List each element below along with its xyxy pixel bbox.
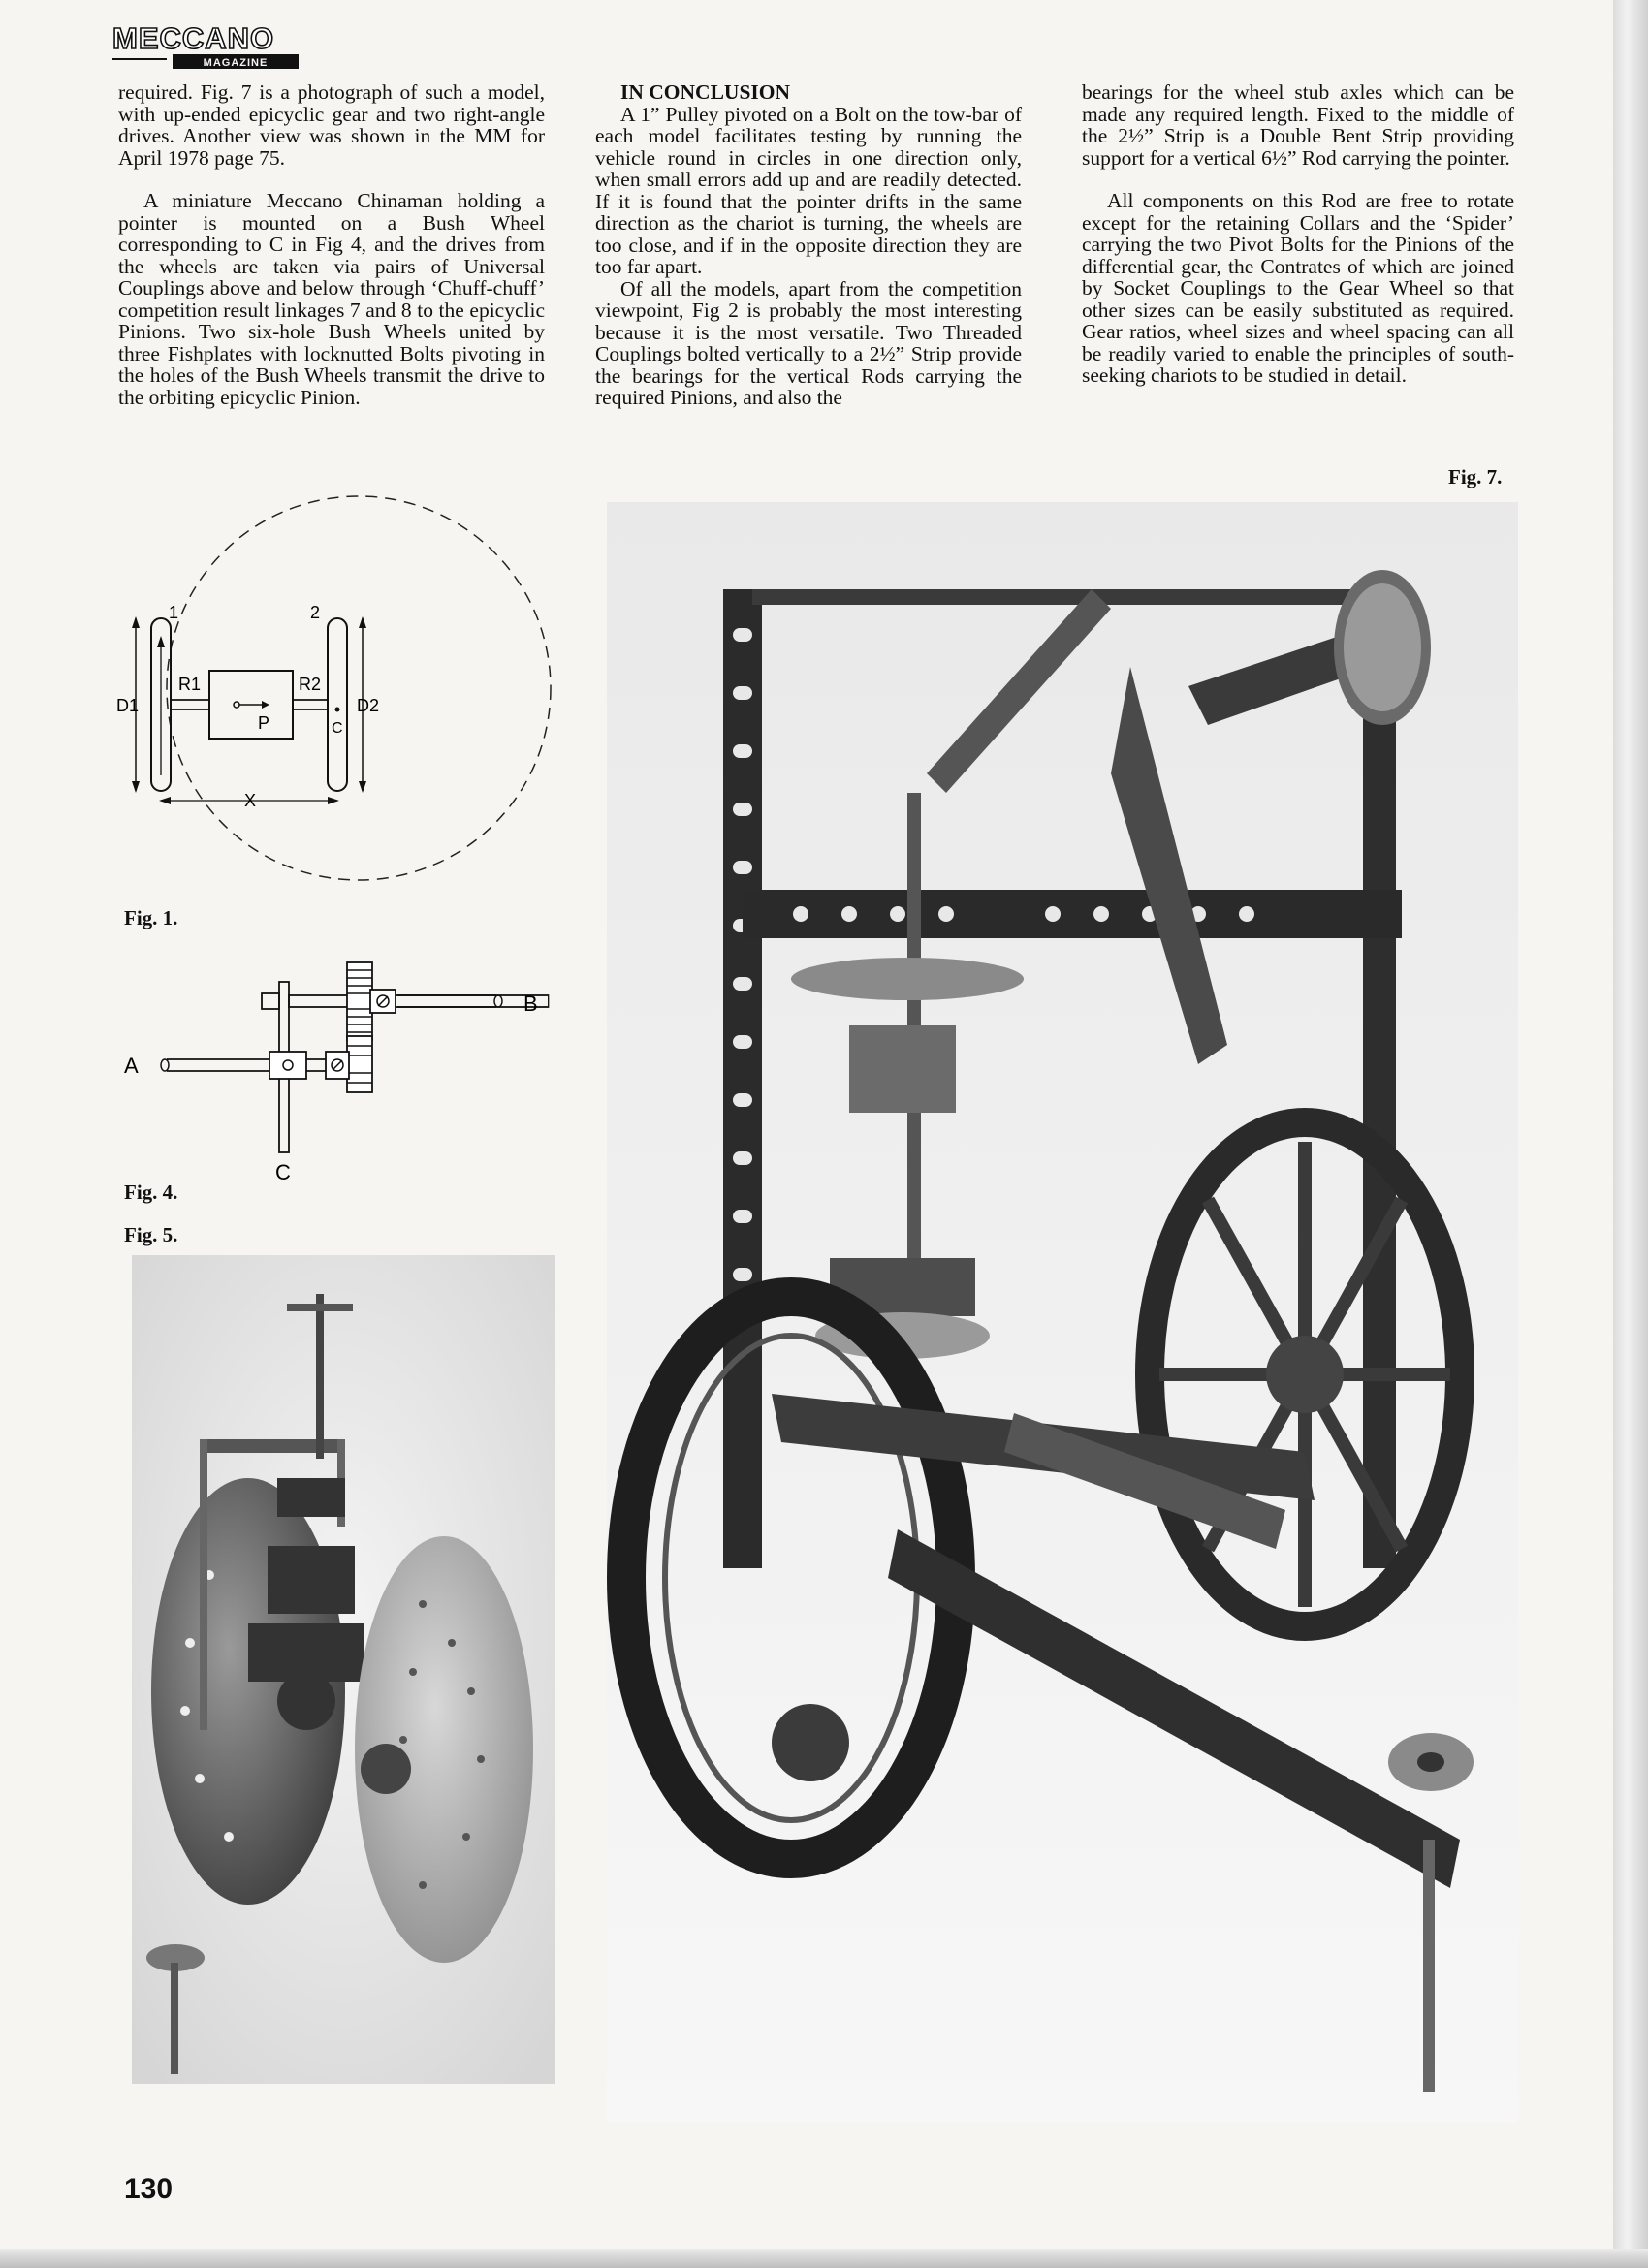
fig1-label-d1: D1 [116,696,139,715]
fig1-label-2: 2 [310,603,320,622]
fig4-label-b: B [523,992,538,1016]
middle-paragraph-1: A 1” Pulley pivoted on a Bolt on the tow… [595,102,1022,278]
fig5-photograph [132,1255,555,2084]
fig5-caption: Fig. 5. [124,1223,178,1246]
fig7-photograph [607,502,1518,2123]
fig1-label-1: 1 [169,603,178,622]
meccano-magazine-logo: MECCANO MAGAZINE [111,20,299,69]
page-number: 130 [124,2173,174,2205]
left-paragraph-1: required. Fig. 7 is a photograph of such… [118,80,545,170]
fig1-label-x: X [244,791,256,810]
fig1-label-r1: R1 [178,675,201,694]
fig1-caption: Fig. 1. [124,906,178,929]
section-heading: IN CONCLUSION [620,80,791,104]
fig4-label-c: C [275,1160,291,1184]
right-paragraph-1: bearings for the wheel stub axles which … [1082,80,1514,170]
middle-paragraph-2: Of all the models, apart from the compet… [595,276,1022,409]
page-bottom-edge [0,2249,1648,2268]
text-column-right: bearings for the wheel stub axles which … [1082,81,1514,387]
fig1-label-r2: R2 [299,675,321,694]
page-binding-edge [1613,0,1648,2268]
right-paragraph-2: All components on this Rod are free to r… [1082,189,1514,387]
left-paragraph-2: A miniature Meccano Chinaman holding a p… [118,189,545,409]
masthead-subtitle: MAGAZINE [204,57,269,69]
fig1-label-d2: D2 [357,696,379,715]
fig4-label-a: A [124,1054,139,1078]
fig4-diagram: B A C [124,961,550,1184]
fig1-diagram: 1 2 R1 R2 D1 D2 P C X [116,495,552,881]
fig1-label-p: P [258,713,269,733]
fig4-caption: Fig. 4. [124,1181,178,1204]
fig7-caption: Fig. 7. [1448,465,1503,488]
masthead-title: MECCANO [112,21,274,55]
fig1-label-c: C [332,720,343,737]
text-column-left: required. Fig. 7 is a photograph of such… [118,81,545,408]
text-column-middle: IN CONCLUSION A 1” Pulley pivoted on a B… [595,81,1022,409]
